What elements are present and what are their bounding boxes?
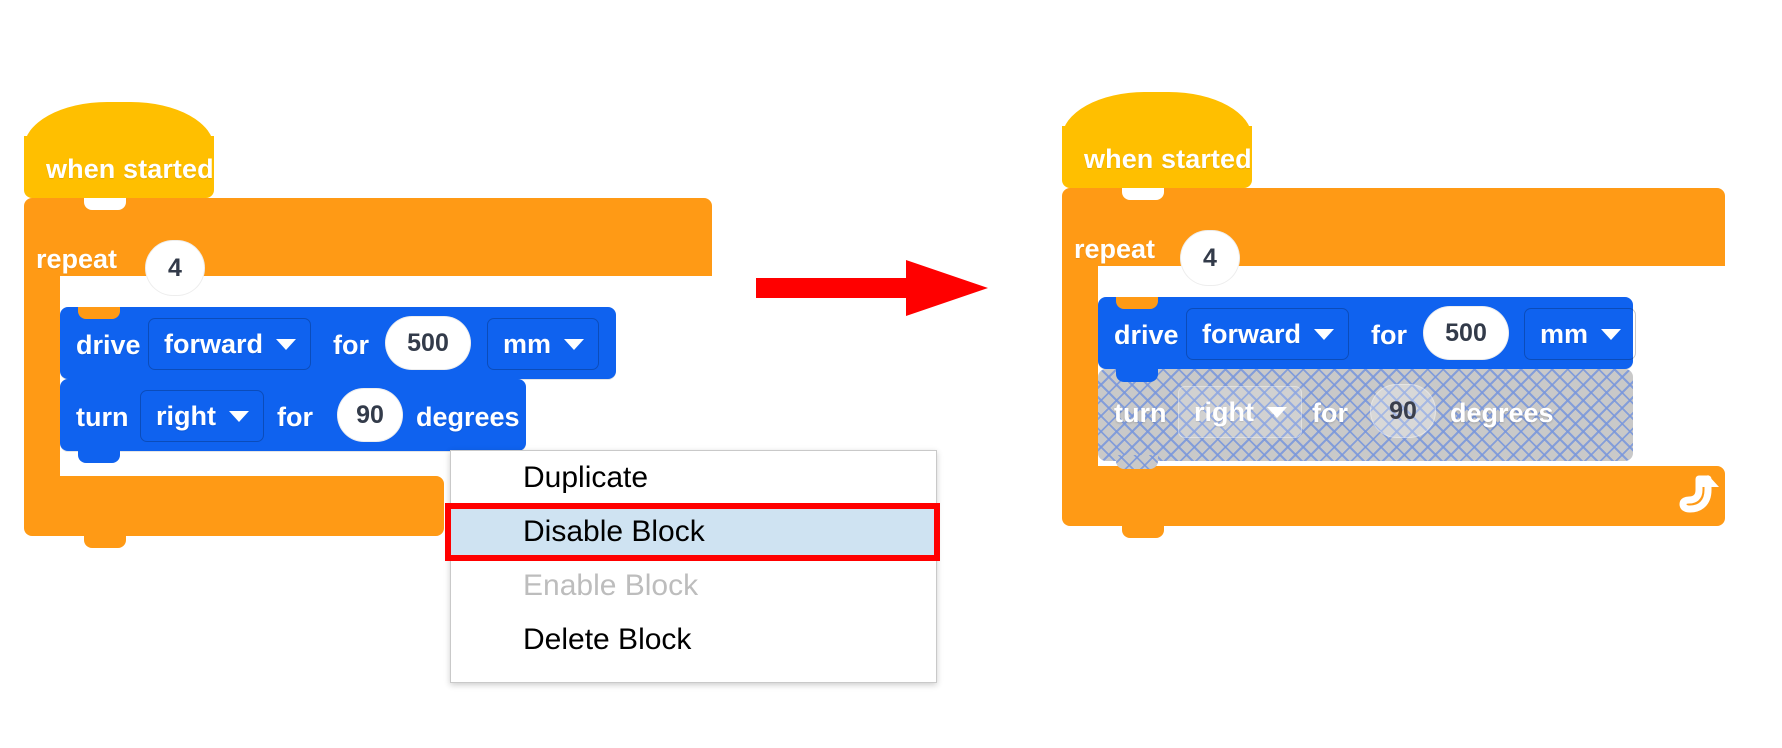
drive-unit-dropdown-left[interactable]: mm (487, 318, 600, 370)
drive-unit-value: mm (1540, 318, 1589, 349)
context-menu-item-duplicate[interactable]: Duplicate (523, 461, 649, 494)
drive-direction-value: forward (1202, 318, 1302, 349)
chevron-down-icon (1601, 328, 1622, 340)
turn-direction-dropdown-disabled[interactable]: right (1178, 386, 1302, 438)
turn-direction-dropdown-left[interactable]: right (140, 390, 264, 442)
drive-top-notch (1116, 297, 1158, 309)
chevron-down-icon (564, 338, 585, 350)
block-context-menu[interactable]: Duplicate Disable Block Enable Block Del… (450, 450, 937, 683)
repeat-count-field-left[interactable]: 4 (145, 240, 205, 296)
drive-unit-value: mm (503, 328, 552, 359)
repeat-keyword-label: repeat (36, 244, 118, 274)
turn-direction-value: right (156, 400, 216, 431)
chevron-down-icon (229, 410, 249, 422)
repeat-bottom-bar (24, 476, 444, 536)
drive-distance-field-right[interactable]: 500 (1423, 306, 1509, 360)
repeat-top-bar (24, 198, 712, 276)
chevron-down-icon (1314, 328, 1335, 340)
turn-unit-label-disabled: degrees (1450, 398, 1554, 428)
drive-keyword-label: drive (1114, 320, 1179, 350)
turn-unit-label: degrees (416, 402, 520, 432)
turn-block-body (60, 379, 526, 451)
repeat-top-notch (84, 198, 126, 210)
turn-keyword-label-disabled: turn (1114, 398, 1167, 428)
turn-for-label: for (277, 402, 313, 432)
context-menu-item-delete-block[interactable]: Delete Block (523, 623, 692, 656)
context-menu-item-enable-block: Enable Block (523, 569, 699, 602)
drive-for-label: for (333, 330, 369, 360)
drive-keyword-label: drive (76, 330, 141, 360)
drive-distance-field-left[interactable]: 500 (385, 316, 471, 370)
turn-top-notch (78, 379, 120, 391)
disabled-top-notch-fill (1116, 369, 1158, 382)
drive-direction-dropdown-right[interactable]: forward (1186, 308, 1350, 360)
chevron-down-icon (1267, 406, 1287, 418)
repeat-count-field-right[interactable]: 4 (1180, 230, 1240, 286)
turn-amount-field-left[interactable]: 90 (337, 388, 403, 442)
right-arrow-icon (756, 260, 988, 316)
chevron-down-icon (276, 338, 297, 350)
hat-body-shape (1062, 126, 1252, 188)
repeat-top-notch (1122, 188, 1164, 200)
repeat-top-bar (1062, 188, 1725, 266)
turn-keyword-label: turn (76, 402, 129, 432)
hat-body-shape (24, 136, 214, 198)
drive-top-notch (78, 307, 120, 319)
repeat-keyword-label: repeat (1074, 234, 1156, 264)
loop-arrow-icon (1679, 475, 1719, 513)
when-started-hat-block-right[interactable]: when started (1062, 92, 1252, 201)
context-menu-item-disable-block[interactable]: Disable Block (451, 505, 936, 559)
repeat-bottom-notch (1122, 526, 1164, 538)
turn-bottom-notch (78, 451, 120, 463)
repeat-bottom-bar (1062, 466, 1725, 526)
drive-unit-dropdown-right[interactable]: mm (1524, 308, 1637, 360)
turn-amount-field-disabled[interactable]: 90 (1370, 384, 1436, 438)
hat-label: when started (1084, 144, 1252, 174)
drive-for-label: for (1371, 320, 1407, 350)
repeat-left-arm (1062, 266, 1098, 466)
drive-direction-value: forward (164, 328, 264, 359)
turn-direction-value: right (1194, 396, 1254, 427)
disabled-bottom-notch (1116, 455, 1158, 469)
repeat-left-arm (24, 276, 60, 476)
turn-for-label-disabled: for (1312, 398, 1348, 428)
disabled-block-hatch-overlay (1098, 369, 1633, 461)
repeat-bottom-notch (84, 536, 126, 548)
drive-direction-dropdown-left[interactable]: forward (148, 318, 312, 370)
hat-label: when started (46, 154, 214, 184)
when-started-hat-block-left[interactable]: when started (24, 102, 214, 211)
